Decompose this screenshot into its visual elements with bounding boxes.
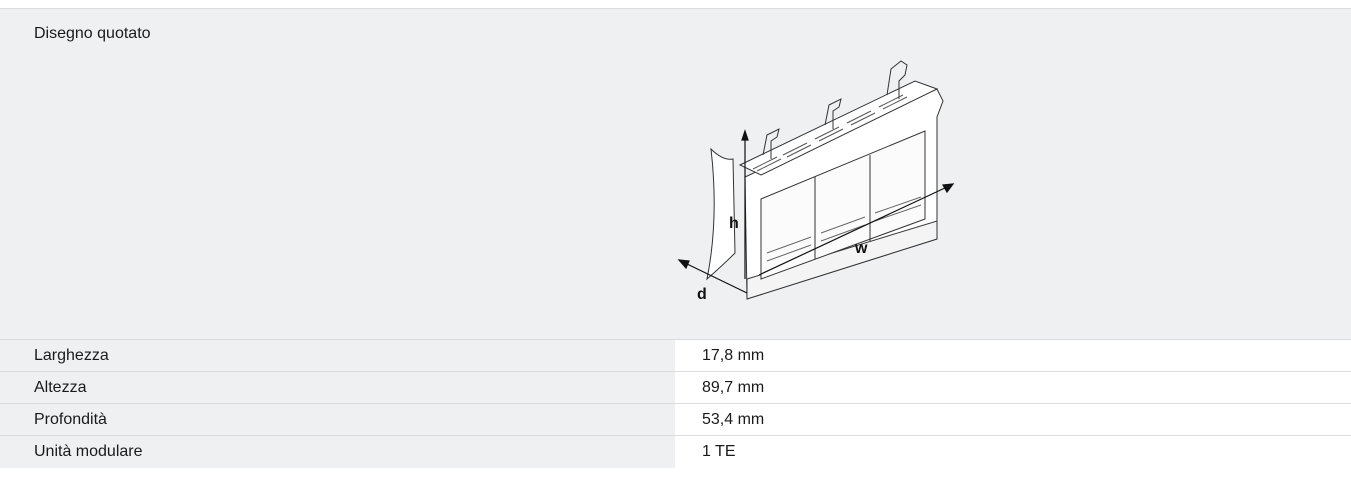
- depth-label: d: [697, 286, 707, 303]
- depth-value-cell: 53,4 mm: [675, 404, 1351, 435]
- width-label: w: [854, 240, 868, 257]
- dimension-drawing-label: Disegno quotato: [0, 9, 675, 339]
- height-label-cell: Altezza: [0, 372, 675, 403]
- modular-unit-label-cell: Unità modulare: [0, 436, 675, 468]
- width-label-cell: Larghezza: [0, 340, 675, 371]
- modular-unit-value-cell: 1 TE: [675, 436, 1351, 468]
- width-value-cell: 17,8 mm: [675, 340, 1351, 371]
- dimension-drawing-row: Disegno quotato: [0, 9, 1351, 340]
- table-row-height: Altezza 89,7 mm: [0, 372, 1351, 404]
- housing-bottom: [746, 220, 938, 300]
- end-plate: [706, 147, 736, 281]
- hook-right: [886, 60, 908, 99]
- depth-arrow: [684, 262, 748, 294]
- width-arrow: [758, 186, 948, 276]
- table-row-width: Larghezza 17,8 mm: [0, 340, 1351, 372]
- dimension-drawing: h w d: [677, 60, 955, 303]
- dimension-drawing-cell: h w d: [675, 9, 1351, 339]
- table-row-modular-unit: Unità modulare 1 TE: [0, 436, 1351, 468]
- hook-center: [824, 98, 842, 129]
- table-row-depth: Profondità 53,4 mm: [0, 404, 1351, 436]
- spec-table: Disegno quotato: [0, 0, 1351, 468]
- top-divider: [0, 0, 1351, 9]
- depth-label-cell: Profondità: [0, 404, 675, 435]
- inner-frame: [760, 130, 926, 280]
- interior-rails: [766, 196, 922, 262]
- height-label: h: [729, 215, 739, 232]
- hook-left: [762, 128, 780, 159]
- height-value-cell: 89,7 mm: [675, 372, 1351, 403]
- vent-slots: [752, 94, 908, 172]
